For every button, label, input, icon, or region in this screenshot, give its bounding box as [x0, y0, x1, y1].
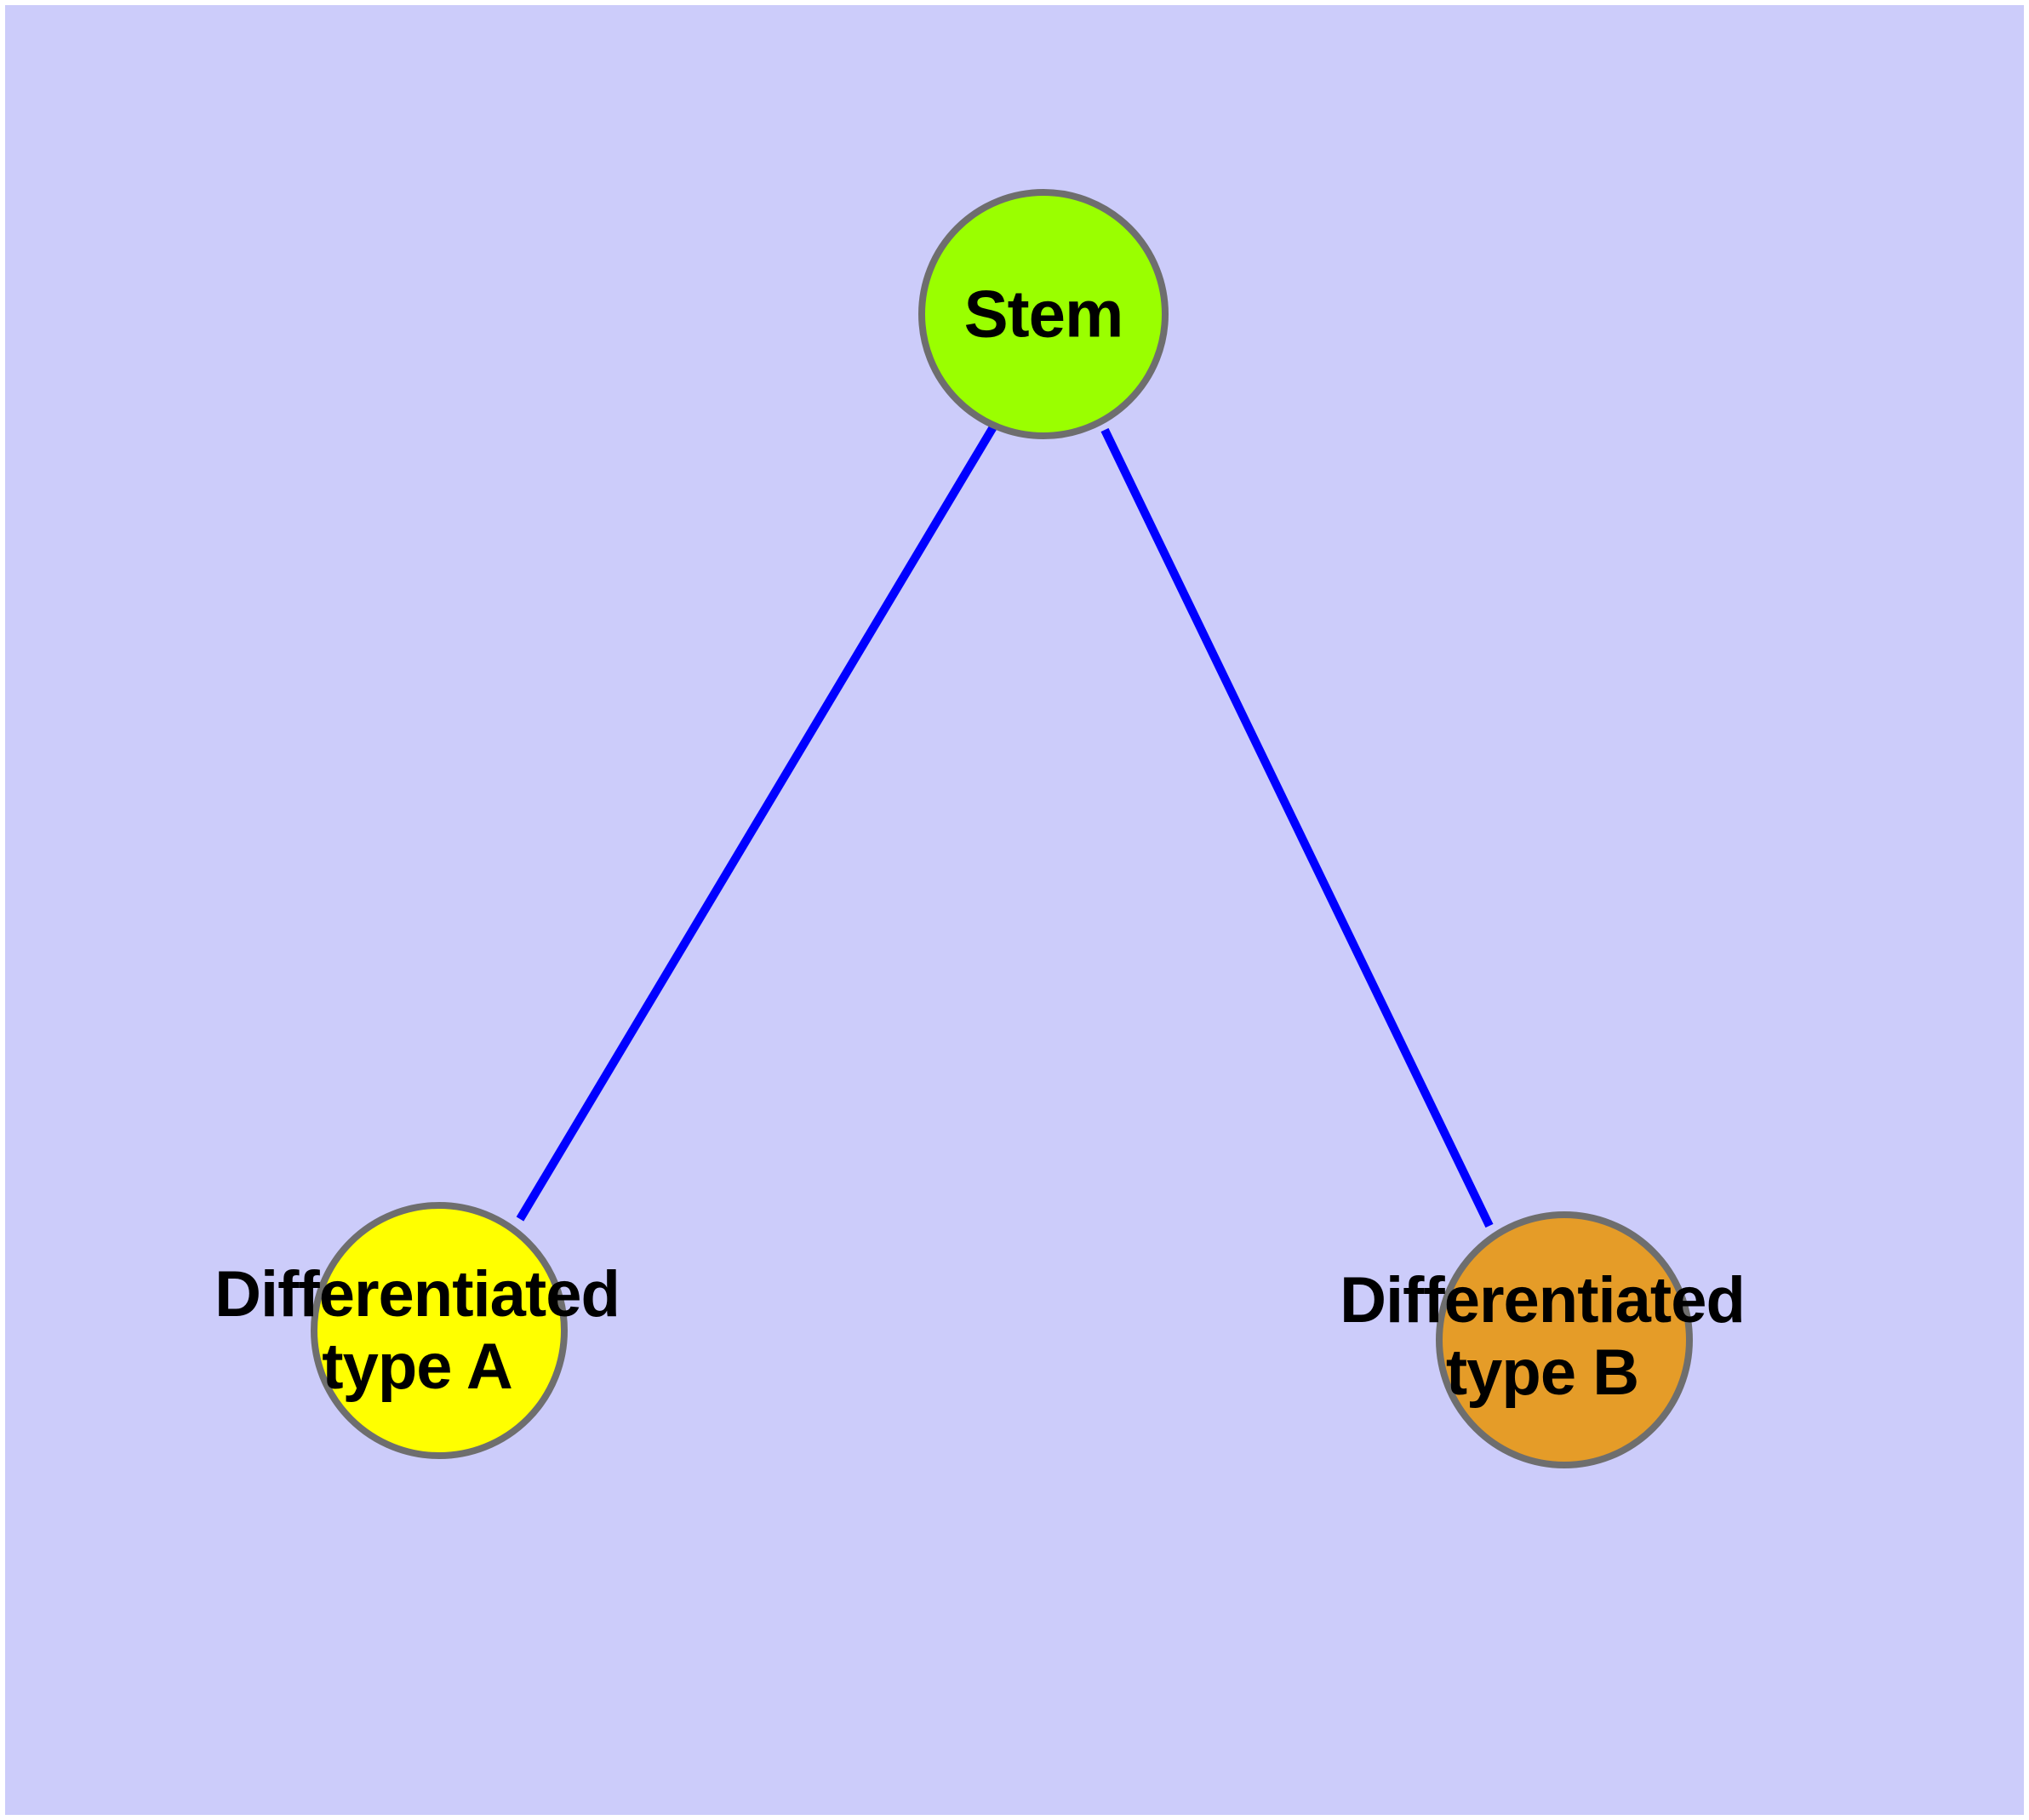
edges-group — [516, 423, 1494, 1228]
graph-edge-stem-diff_b — [1100, 427, 1494, 1228]
graph-node-diff_b[interactable] — [1436, 1211, 1693, 1468]
graph-node-diff_a[interactable] — [311, 1202, 568, 1459]
graph-svg — [311, 189, 1693, 1468]
graph-node-stem[interactable] — [918, 189, 1169, 439]
graph-edge-stem-diff_a — [516, 423, 998, 1222]
nodes-group — [311, 189, 1693, 1468]
